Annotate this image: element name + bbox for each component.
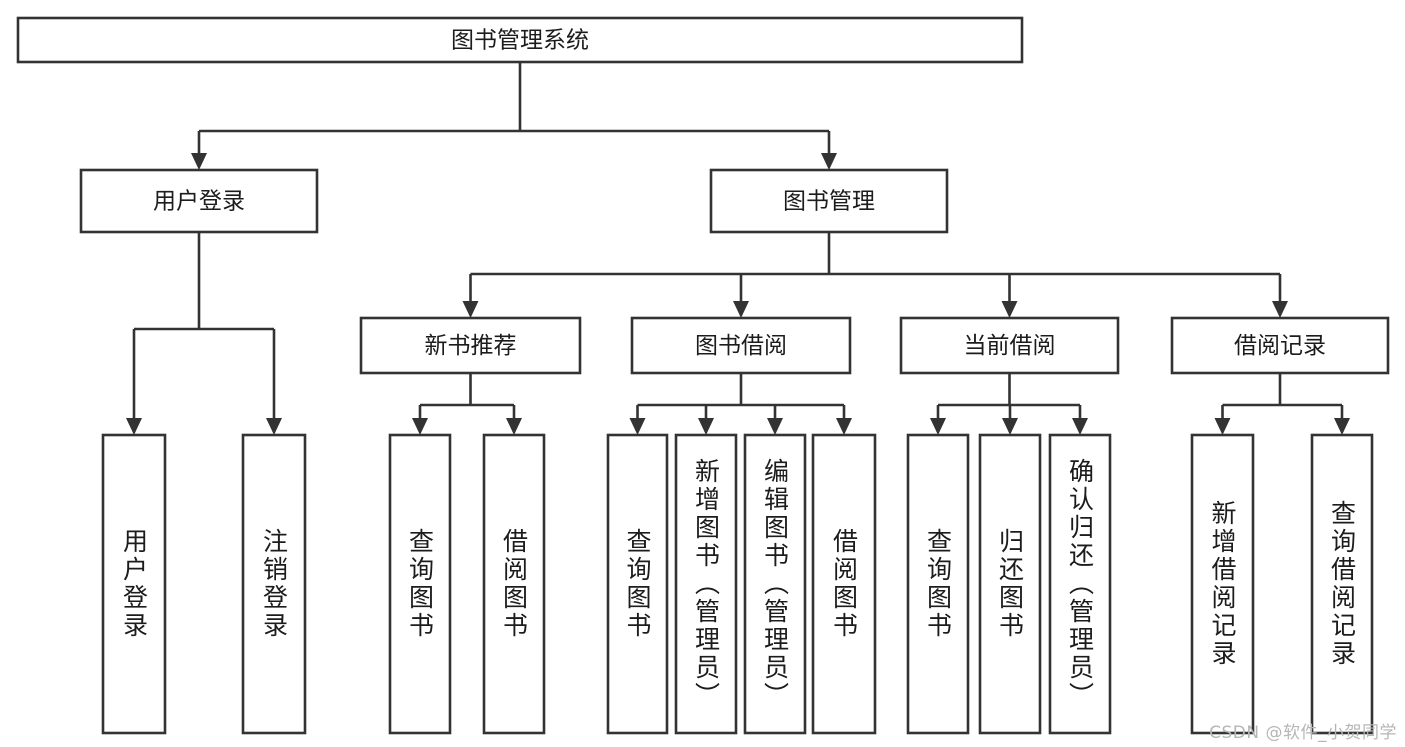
node-图书借阅-l3-1[interactable]: 图书借阅 — [630, 316, 852, 375]
leaf-box-3-box[interactable] — [482, 433, 546, 735]
connector-node-借阅记录-to-leaves-arrowhead-icon — [1334, 418, 1350, 435]
node-用户登录-l2-0[interactable]: 用户登录 — [79, 168, 319, 234]
leaf-box-1-box[interactable] — [241, 433, 307, 735]
node-当前借阅-l3-2-label: 当前借阅 — [964, 333, 1056, 359]
connector-node-图书借阅-to-leaves-arrowhead-icon — [629, 418, 646, 435]
node-新书推荐-l3-0[interactable]: 新书推荐 — [359, 316, 582, 375]
node-用户登录-l2-0-box[interactable] — [79, 168, 319, 234]
leaf-box-0-box[interactable] — [101, 433, 167, 735]
node-当前借阅-l3-2[interactable]: 当前借阅 — [899, 316, 1120, 375]
connector-node-图书借阅-to-leaves-arrowhead-icon — [698, 418, 714, 435]
leaf-box-11[interactable] — [1190, 433, 1255, 735]
leaf-box-1[interactable] — [241, 433, 307, 735]
node-新书推荐-l3-0-box[interactable] — [359, 316, 582, 375]
leaf-box-9[interactable] — [978, 433, 1042, 735]
leaf-box-2-box[interactable] — [388, 433, 452, 735]
leaf-box-10[interactable] — [1048, 433, 1112, 735]
leaf-box-2[interactable] — [388, 433, 452, 735]
leaf-box-6-box[interactable] — [743, 433, 807, 735]
connector-node-新书推荐-to-leaves-arrowhead-icon — [506, 418, 522, 435]
leaf-box-5[interactable] — [674, 433, 738, 735]
connector-userlogin-to-leaves-arrowhead-icon — [266, 418, 282, 435]
node-图书管理-l2-1[interactable]: 图书管理 — [709, 168, 949, 234]
connector-node-当前借阅-to-leaves-arrowhead-icon — [1072, 418, 1088, 435]
leaf-box-12[interactable] — [1310, 433, 1374, 735]
leaf-box-7-box[interactable] — [811, 433, 877, 735]
leaf-box-3[interactable] — [482, 433, 546, 735]
node-root-system-box[interactable] — [16, 16, 1024, 64]
connector-bookmgmt-to-level3-arrowhead-icon — [733, 301, 749, 318]
leaf-box-4[interactable] — [606, 433, 669, 735]
leaf-box-11-box[interactable] — [1190, 433, 1255, 735]
connector-userlogin-to-leaves-arrowhead-icon — [126, 418, 142, 435]
node-借阅记录-l3-3-box[interactable] — [1170, 316, 1390, 375]
connector-root-to-level2-arrowhead-icon — [821, 153, 837, 170]
connector-bookmgmt-to-level3-arrowhead-icon — [1001, 301, 1018, 318]
leaf-box-4-box[interactable] — [606, 433, 669, 735]
node-借阅记录-l3-3-label: 借阅记录 — [1234, 333, 1326, 359]
node-root-system-label: 图书管理系统 — [451, 28, 589, 54]
leaf-box-6[interactable] — [743, 433, 807, 735]
connector-node-图书借阅-to-leaves-arrowhead-icon — [767, 418, 783, 435]
connector-node-当前借阅-to-leaves-arrowhead-icon — [930, 418, 946, 435]
leaf-box-8[interactable] — [906, 433, 970, 735]
node-图书管理-l2-1-box[interactable] — [709, 168, 949, 234]
leaf-box-9-box[interactable] — [978, 433, 1042, 735]
connector-node-借阅记录-to-leaves-arrowhead-icon — [1214, 418, 1231, 435]
connector-node-新书推荐-to-leaves-arrowhead-icon — [412, 418, 428, 435]
connector-node-当前借阅-to-leaves-arrowhead-icon — [1002, 418, 1018, 435]
node-当前借阅-l3-2-box[interactable] — [899, 316, 1120, 375]
node-用户登录-l2-0-label: 用户登录 — [153, 189, 245, 215]
leaf-box-12-box[interactable] — [1310, 433, 1374, 735]
node-新书推荐-l3-0-label: 新书推荐 — [425, 333, 517, 359]
connector-bookmgmt-to-level3-arrowhead-icon — [1272, 301, 1288, 318]
connector-node-图书借阅-to-leaves-arrowhead-icon — [836, 418, 852, 435]
leaf-box-8-box[interactable] — [906, 433, 970, 735]
node-root-system[interactable]: 图书管理系统 — [16, 16, 1024, 64]
watermark-text: CSDN @软件_小贺同学 — [1209, 723, 1397, 743]
leaf-box-0[interactable] — [101, 433, 167, 735]
connector-root-to-level2-arrowhead-icon — [191, 153, 207, 170]
leaf-box-5-box[interactable] — [674, 433, 738, 735]
node-借阅记录-l3-3[interactable]: 借阅记录 — [1170, 316, 1390, 375]
connector-bookmgmt-to-level3-arrowhead-icon — [462, 301, 479, 318]
node-图书借阅-l3-1-label: 图书借阅 — [695, 333, 787, 359]
leaf-box-7[interactable] — [811, 433, 877, 735]
node-图书借阅-l3-1-box[interactable] — [630, 316, 852, 375]
leaf-box-10-box[interactable] — [1048, 433, 1112, 735]
node-图书管理-l2-1-label: 图书管理 — [783, 189, 875, 215]
